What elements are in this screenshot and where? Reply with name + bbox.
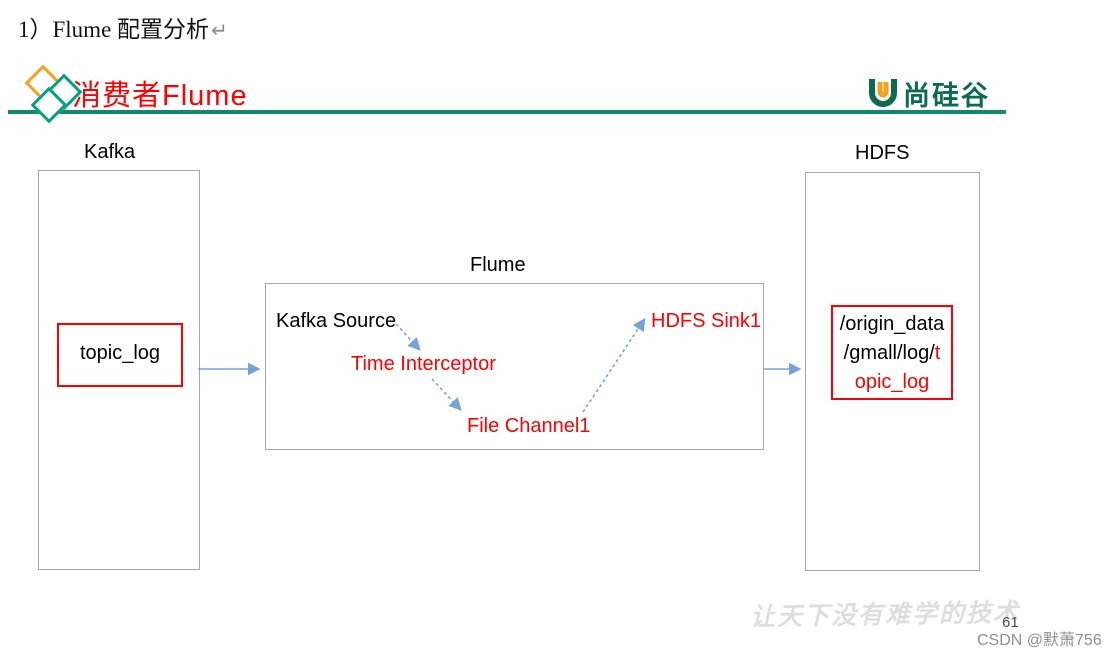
hdfs-path-line3: opic_log [854,371,930,393]
flume-box [265,283,764,450]
kafka-label: Kafka [84,141,136,163]
hdfs-label: HDFS [855,142,910,164]
section-title: 消费者Flume [72,80,248,112]
file-channel-label: File Channel1 [467,415,591,437]
brand-name: 尚硅谷 [903,81,990,111]
time-interceptor-label: Time Interceptor [351,353,496,375]
header-divider [8,110,1006,114]
hdfs-sink-label: HDFS Sink1 [651,310,762,332]
page-title-text: 1）Flume 配置分析 [18,17,210,42]
brand-logo: 尚硅谷 [867,74,990,113]
u-logo-icon [869,78,897,107]
flume-label: Flume [470,254,526,276]
page-title: 1）Flume 配置分析↵ [18,10,228,44]
csdn-watermark: CSDN @默萧756 [977,632,1102,649]
kafka-source-label: Kafka Source [276,310,397,332]
hdfs-path-line1: /origin_data [839,313,945,335]
hdfs-path-line2: /gmall/log/t [843,342,941,364]
page-number: 61 [1002,614,1019,631]
hdfs-path-box: /origin_data /gmall/log/t opic_log [831,305,953,400]
paragraph-return-icon: ↵ [211,18,228,42]
topic-log-box: topic_log [57,323,183,387]
